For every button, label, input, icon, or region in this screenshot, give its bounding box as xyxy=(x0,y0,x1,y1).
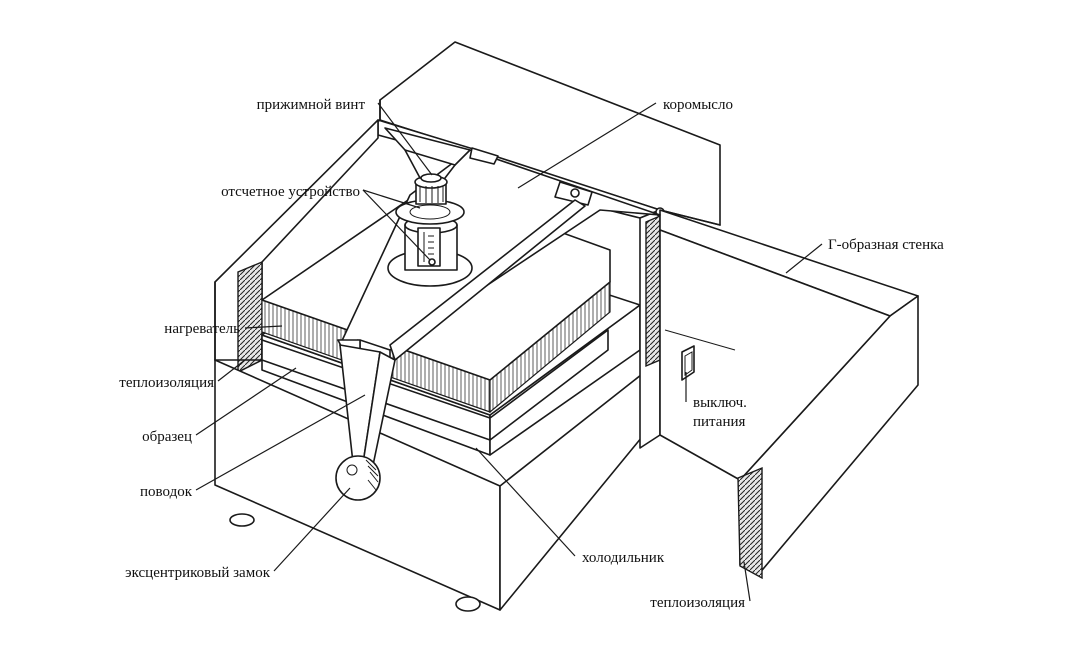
eccentric-lock xyxy=(335,455,381,501)
leader-eccentric-lock xyxy=(273,487,351,572)
leader-lines xyxy=(195,102,823,602)
leader-cooler xyxy=(475,447,576,557)
leader-insulation-left xyxy=(217,359,246,382)
label-power-switch-1: выключ. xyxy=(693,395,747,411)
leader-reading-device-a xyxy=(362,189,421,209)
label-l-shaped-wall: Г-образная стенка xyxy=(828,237,944,253)
foot-left xyxy=(229,513,255,527)
left-insulation-strip xyxy=(237,260,263,374)
leader-insulation-right xyxy=(743,561,751,602)
leader-beam xyxy=(517,102,657,189)
label-power-switch-2: питания xyxy=(693,414,746,430)
label-insulation-left: теплоизоляция xyxy=(119,375,214,391)
leader-heater xyxy=(244,325,283,329)
leader-sample xyxy=(195,367,297,436)
label-beam: коромысло xyxy=(663,97,733,113)
label-reading-device: отсчетное устройство xyxy=(221,184,360,200)
label-cooler: холодильник xyxy=(582,550,665,566)
label-heater: нагреватель xyxy=(164,321,240,337)
leader-l-wall xyxy=(785,243,823,274)
leader-clamp-screw xyxy=(377,102,433,176)
label-eccentric-lock: эксцентриковый замок xyxy=(125,565,271,581)
leader-reading-device-b xyxy=(362,189,431,261)
label-clamp-screw: прижимной винт xyxy=(257,97,366,113)
l-shaped-wall xyxy=(659,209,919,580)
label-lever: поводок xyxy=(140,484,193,500)
foot-front xyxy=(455,596,481,612)
labels: прижимной винт коромысло отсчетное устро… xyxy=(119,97,944,611)
clamp-screw xyxy=(384,127,499,205)
label-sample: образец xyxy=(142,429,192,445)
leader-lever xyxy=(195,394,366,491)
label-insulation-right: теплоизоляция xyxy=(650,595,745,611)
right-inner-insulation xyxy=(645,214,661,368)
right-insulation-strip xyxy=(737,466,763,580)
